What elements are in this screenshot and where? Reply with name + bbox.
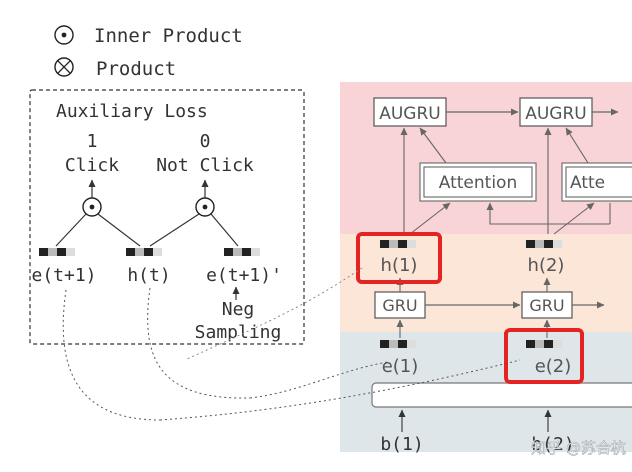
dotted-link-e2-to-et1 [159,359,521,421]
not-click-label: Not Click [156,155,254,176]
label-et1-neg: e(t+1)' [206,265,282,286]
click-value: 1 [87,131,98,152]
gru-box-1 [374,291,426,319]
attention-box-2 [561,162,632,202]
link-ht-to-node2 [149,213,200,247]
inner-product-node-1 [82,197,102,217]
embedding-bar-et1 [39,248,75,256]
attention-box-1 [419,162,537,202]
attention-label-1: Attention [439,173,517,193]
label-b1: b(1) [380,434,423,455]
auxiliary-loss-title: Auxiliary Loss [56,101,208,122]
embedding-bar-h1 [380,240,416,248]
click-label: Click [65,155,119,176]
augru-label-1: AUGRU [379,104,441,124]
label-e1: e(1) [382,356,419,377]
arrow-h1-to-attention1 [409,202,451,235]
attention-label-2: Atte [570,173,605,193]
watermark: 知乎 @苏合杭 [531,439,626,457]
embedding-bar-et1-neg [224,248,260,256]
dotted-link-h1-to-ht [184,267,363,361]
legend-inner-product-label: Inner Product [94,25,243,47]
link-et1neg-to-node2 [210,213,239,247]
embedding-bar-ht [126,248,162,256]
arrow-attention1-to-augru1 [419,127,447,164]
embedding-layer-bar [371,382,632,408]
auxiliary-loss-box [29,89,305,345]
arrow-target-to-attention1 [486,202,610,225]
label-e2: e(2) [535,356,572,377]
dotted-link-ht-loop [147,287,251,399]
label-h2: h(2) [528,255,565,276]
arrow-attention2-to-augru2 [565,127,589,164]
gru-label-2: GRU [529,296,564,315]
not-click-value: 0 [200,131,211,152]
gru-label-1: GRU [382,296,417,315]
label-h1: h(1) [381,255,418,276]
inner-product-node-2 [195,197,215,217]
embedding-bar-h2 [526,240,562,248]
dotted-link-e1-to-ht [249,361,389,399]
augru-box-1 [373,97,447,127]
link-ht-to-node1 [97,213,141,247]
augru-box-2 [519,97,593,127]
product-icon [54,57,74,77]
legend-product-label: Product [96,58,176,80]
embedding-bar-e1 [380,340,416,348]
highlight-box-h1 [356,232,442,284]
legend: Inner Product Product [54,25,243,80]
dotted-link-et1-loop [62,289,161,421]
highlight-box-e2 [504,328,584,384]
augru-label-2: AUGRU [525,104,587,124]
neg-sampling-line1: Neg [222,299,255,320]
arrow-h2-to-attention2 [553,202,595,235]
label-b2: b(2) [531,434,574,455]
label-et1: e(t+1) [31,265,96,286]
neg-sampling-line2: Sampling [195,322,282,343]
embedding-bar-e2 [526,340,562,348]
inner-product-icon [54,25,74,45]
link-et1-to-node1 [55,213,87,247]
label-ht: h(t) [127,265,170,286]
